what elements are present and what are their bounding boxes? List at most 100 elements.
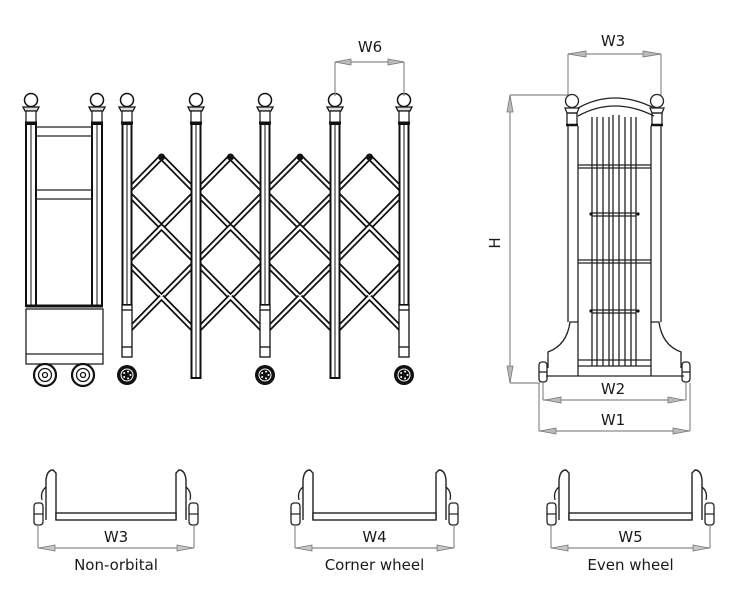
w2-label: W2 bbox=[601, 380, 625, 398]
variant-right-bracket bbox=[701, 486, 708, 501]
lattice-bar-outline bbox=[124, 224, 199, 300]
variant-base-bar bbox=[312, 512, 437, 521]
side-inner-bars bbox=[591, 115, 637, 366]
variant-dim-label: W5 bbox=[618, 528, 642, 546]
cabinet-base-box bbox=[25, 308, 104, 365]
post-finial-cap bbox=[255, 106, 275, 112]
lattice-bar-inner bbox=[263, 225, 337, 299]
castor-hub bbox=[397, 368, 411, 382]
post-collar bbox=[398, 110, 410, 124]
lattice-bar-inner bbox=[263, 155, 337, 229]
castor-bolt bbox=[261, 376, 264, 379]
w6-dimension: W6 bbox=[334, 38, 405, 96]
post-finial-cap bbox=[325, 106, 345, 112]
castor-bolt bbox=[404, 370, 407, 373]
variant-left-bracket bbox=[553, 486, 560, 501]
variant-right-upright bbox=[691, 469, 703, 520]
front-view: W6 bbox=[21, 38, 414, 388]
gate-posts bbox=[117, 92, 414, 385]
lattice-tail-outline bbox=[193, 294, 268, 335]
lattice-hinge bbox=[158, 153, 165, 161]
variant-dim-arrow-right bbox=[436, 544, 454, 552]
scissor-lattice bbox=[124, 153, 407, 335]
side-gate-body bbox=[538, 93, 691, 383]
post-collar bbox=[121, 110, 133, 124]
variant-dim-arrow-left bbox=[295, 544, 313, 552]
castor-wheel bbox=[117, 365, 137, 385]
side-view: W3 H bbox=[486, 32, 691, 435]
castor-bolt bbox=[406, 374, 409, 376]
post-collar bbox=[259, 110, 271, 124]
castor-leg bbox=[398, 304, 410, 358]
lattice-tail-outline bbox=[332, 294, 407, 335]
variant-right-upright bbox=[435, 469, 447, 520]
w1-arrow-left bbox=[539, 427, 557, 435]
lattice-bar-inner bbox=[194, 225, 267, 299]
lattice-tail-outline bbox=[262, 294, 338, 335]
post-finial-ball bbox=[89, 92, 105, 108]
variant-dim-arrow-right bbox=[692, 544, 710, 552]
w3-arrow-left bbox=[567, 50, 587, 58]
castor-hub bbox=[258, 368, 272, 382]
post-finial-ball bbox=[23, 92, 39, 108]
castor-bolt bbox=[265, 370, 268, 373]
gate-post bbox=[394, 92, 414, 385]
variant-left-bracket bbox=[297, 486, 304, 501]
variant-left-upright bbox=[45, 469, 57, 520]
post-finial-cap bbox=[186, 106, 206, 112]
w1-arrow-right bbox=[672, 427, 690, 435]
w2-arrow-left bbox=[544, 396, 562, 404]
cabinet-wheel bbox=[32, 362, 58, 388]
lattice-tail-inner bbox=[334, 296, 405, 333]
castor-bolt bbox=[261, 371, 264, 374]
w2-dimension: W2 bbox=[542, 380, 687, 404]
variant-dim-label: W4 bbox=[362, 528, 386, 546]
h-arrow-bottom bbox=[506, 365, 514, 384]
castor-bolt bbox=[123, 376, 126, 379]
post-finial-ball bbox=[119, 92, 135, 108]
post-finial-cap bbox=[21, 106, 41, 112]
gate-post bbox=[255, 92, 275, 385]
lattice-hinge bbox=[296, 153, 304, 161]
variant-dim-arrow-right bbox=[176, 544, 194, 552]
cabinet-wheel bbox=[70, 362, 96, 388]
castor-bolt bbox=[123, 371, 126, 374]
lattice-bar-inner bbox=[125, 225, 198, 299]
variant-right-upright bbox=[175, 469, 187, 520]
post-collar bbox=[329, 110, 341, 124]
variant-left-upright bbox=[558, 469, 570, 520]
lattice-hinge bbox=[366, 153, 373, 161]
lattice-bar-outline bbox=[193, 154, 268, 230]
h-arrow-top bbox=[506, 94, 514, 113]
castor-bolt bbox=[404, 377, 407, 380]
post-finial-cap bbox=[117, 106, 137, 112]
castor-leg bbox=[259, 304, 271, 358]
gate-post bbox=[325, 92, 345, 379]
lattice-bar-outline bbox=[262, 154, 338, 230]
variant-dim-arrow-left bbox=[38, 544, 56, 552]
castor-bolt bbox=[127, 377, 130, 380]
castor-leg bbox=[121, 304, 133, 358]
w1-dimension: W1 bbox=[538, 383, 691, 435]
post-finial-ball bbox=[188, 92, 204, 108]
cabinet-wheel-rim bbox=[75, 367, 91, 383]
castor-bolt bbox=[129, 374, 132, 376]
variant-caption: Even wheel bbox=[587, 556, 673, 574]
cabinet-wheel-hub bbox=[41, 371, 49, 379]
post-collar bbox=[91, 110, 103, 124]
w2-arrow-right bbox=[667, 396, 685, 404]
w3-arrow-right bbox=[642, 50, 662, 58]
post-finial-ball bbox=[257, 92, 273, 108]
lattice-bar-inner bbox=[125, 155, 198, 229]
castor-bolt bbox=[400, 376, 403, 379]
castor-bolt bbox=[267, 374, 270, 376]
cabinet-wheel-rim bbox=[37, 367, 53, 383]
w6-arrow-left bbox=[334, 58, 352, 66]
gate-post bbox=[117, 92, 137, 385]
lattice-bar-outline bbox=[332, 224, 407, 300]
variant-dim-arrow-left bbox=[551, 544, 569, 552]
castor-bolt bbox=[127, 370, 130, 373]
